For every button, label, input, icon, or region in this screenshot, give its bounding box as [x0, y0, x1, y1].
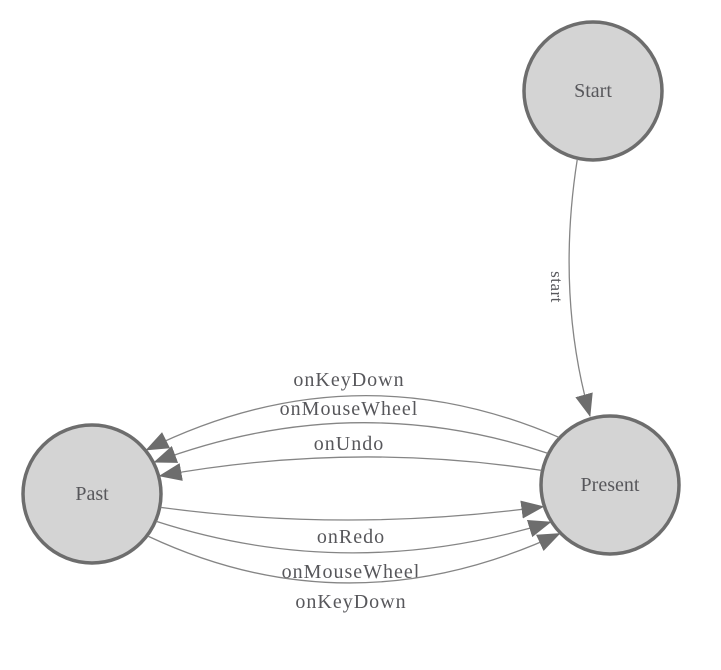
edge-label-onmousewheel-bottom: onMouseWheel — [282, 561, 421, 583]
edge-present-to-past-onkeydown[interactable]: onKeyDown — [145, 369, 560, 451]
edge-path-onundo[interactable] — [158, 456, 542, 481]
edge-label-onundo: onUndo — [314, 433, 384, 455]
edge-path-onkeydown-bottom[interactable] — [147, 533, 561, 584]
edge-label-onkeydown-bottom: onKeyDown — [295, 591, 406, 613]
edge-label-onkeydown-top: onKeyDown — [293, 369, 404, 391]
state-circle-past[interactable] — [21, 423, 163, 565]
node-present-label: Present — [581, 474, 640, 496]
node-past[interactable]: Past — [21, 423, 163, 565]
edge-label-onredo: onRedo — [317, 526, 385, 548]
state-circle-present[interactable] — [539, 414, 681, 556]
node-present[interactable]: Present — [539, 414, 681, 556]
edge-path-onkeydown-top[interactable] — [145, 394, 560, 451]
edge-path-onmousewheel-top[interactable] — [153, 422, 548, 463]
edge-label-start: start — [547, 271, 566, 303]
edge-past-to-present-onkeydown[interactable]: onKeyDown — [147, 533, 561, 613]
edge-past-to-present-onredo[interactable]: onRedo — [160, 500, 545, 548]
edge-past-to-present-onmousewheel[interactable]: onMouseWheel — [156, 519, 552, 583]
node-start[interactable]: Start — [522, 20, 664, 162]
edge-path-onmousewheel-bottom[interactable] — [156, 519, 552, 554]
edge-path-start[interactable] — [568, 159, 593, 417]
node-past-label: Past — [75, 483, 109, 505]
edge-present-to-past-onundo[interactable]: onUndo — [158, 433, 542, 481]
state-circle-start[interactable] — [522, 20, 664, 162]
edge-start-to-present[interactable]: start — [547, 159, 593, 417]
edge-present-to-past-onmousewheel[interactable]: onMouseWheel — [153, 398, 548, 463]
edge-label-onmousewheel-top: onMouseWheel — [280, 398, 419, 420]
node-start-label: Start — [574, 80, 612, 102]
edge-path-onredo[interactable] — [160, 500, 545, 521]
